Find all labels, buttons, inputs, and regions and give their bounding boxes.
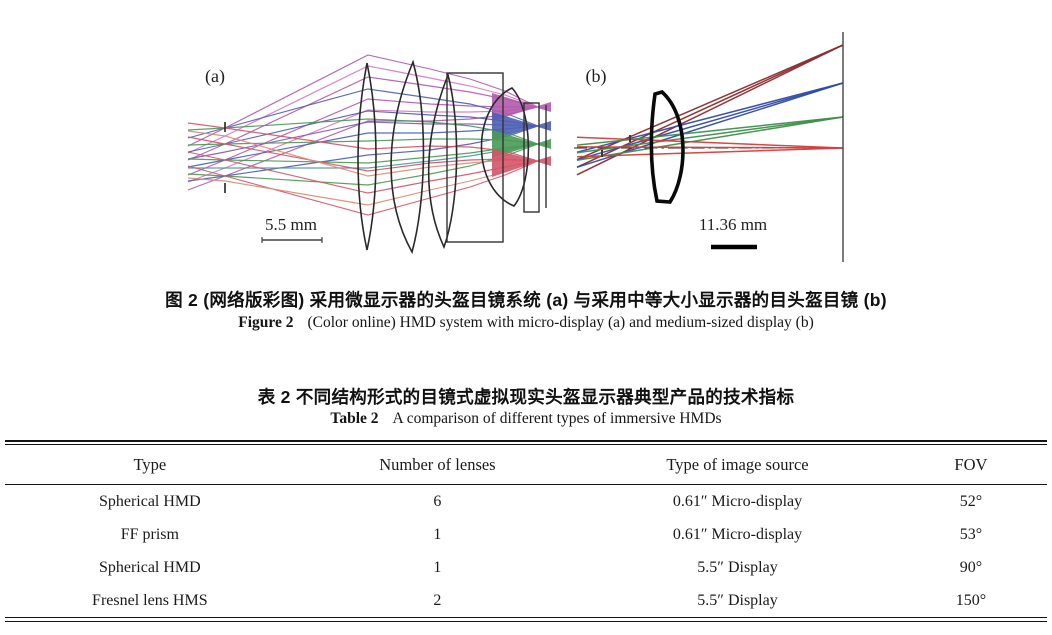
table-caption-zh: 表 2 不同结构形式的目镜式虚拟现实头盔显示器典型产品的技术指标: [257, 387, 795, 407]
column-header: Number of lenses: [294, 445, 581, 486]
scale-text-b: 11.36 mm: [699, 215, 767, 234]
figure-2-diagram: (a): [187, 32, 844, 262]
table-cell: 90°: [959, 558, 983, 576]
table-cell: 52°: [959, 492, 983, 510]
lens-outline-b: [649, 89, 685, 204]
lens-outline: [390, 59, 425, 255]
table-row: FF prism 1 0.61″ Micro-display 53°: [5, 518, 1047, 551]
table-cell: 0.61″ Micro-display: [672, 525, 803, 543]
table-caption-en-text: A comparison of different types of immer…: [392, 410, 722, 427]
lens-housing: [446, 72, 504, 243]
lens-outline: [480, 87, 530, 207]
panel-a-scale-bar: 5.5 mm: [261, 215, 323, 243]
column-header: Type: [5, 445, 295, 486]
table-cell: Fresnel lens HMS: [92, 591, 208, 609]
table-row: Spherical HMD 1 5.5″ Display 90°: [5, 551, 1047, 584]
lens-outline: [427, 72, 458, 250]
panel-a: (a): [187, 54, 551, 255]
panel-a-ray-bundle-blue: [187, 88, 539, 182]
table-cell: Spherical HMD: [98, 558, 201, 576]
panel-a-lens-group: [357, 59, 547, 255]
table-cell: 53°: [959, 525, 983, 543]
table-cell: Spherical HMD: [98, 492, 201, 510]
figure-caption-en-text: (Color online) HMD system with micro-dis…: [307, 314, 814, 331]
table-cell: 0.61″ Micro-display: [672, 492, 803, 510]
table-caption-en: Table 2 A comparison of different types o…: [0, 410, 1052, 428]
table-top-rule-inner: [5, 444, 1047, 446]
figure-caption-en: Figure 2 (Color online) HMD system with m…: [0, 314, 1052, 332]
table-cell: 1: [433, 525, 442, 543]
table-cell: 6: [433, 492, 442, 510]
table-row: Spherical HMD 6 0.61″ Micro-display 52°: [5, 485, 1047, 519]
figure-caption-zh: 图 2 (网络版彩图) 采用微显示器的头盔目镜系统 (a) 与采用中等大小显示器…: [165, 290, 887, 310]
panel-a-label: (a): [205, 66, 225, 87]
table-caption-en-label: Table 2: [330, 410, 379, 427]
panel-b: (b): [574, 32, 844, 262]
table-bottom-rule-inner: [5, 617, 1047, 619]
panel-b-scale-bar: 11.36 mm: [699, 215, 767, 250]
panel-b-label: (b): [586, 66, 607, 87]
table-cell: 150°: [955, 591, 987, 609]
figure-caption-en-label: Figure 2: [238, 314, 294, 331]
table-top-rule: [5, 440, 1047, 442]
micro-display-block: [523, 102, 540, 213]
table-cell: 2: [433, 591, 442, 609]
column-header: FOV: [894, 445, 1047, 486]
table-row: Fresnel lens HMS 2 5.5″ Display 150°: [5, 584, 1047, 617]
table-cell: FF prism: [120, 525, 179, 543]
lens-outline: [357, 62, 377, 251]
table-bottom-rule: [5, 620, 1047, 623]
panel-b-ray-bundle-red: [576, 136, 844, 158]
panel-b-stop-marks: [601, 135, 631, 157]
scale-text-a: 5.5 mm: [265, 215, 317, 234]
table-cell: 5.5″ Display: [697, 591, 778, 609]
table-cell: 1: [433, 558, 442, 576]
table-cell: 5.5″ Display: [697, 558, 778, 576]
column-header: Type of image source: [580, 445, 895, 486]
